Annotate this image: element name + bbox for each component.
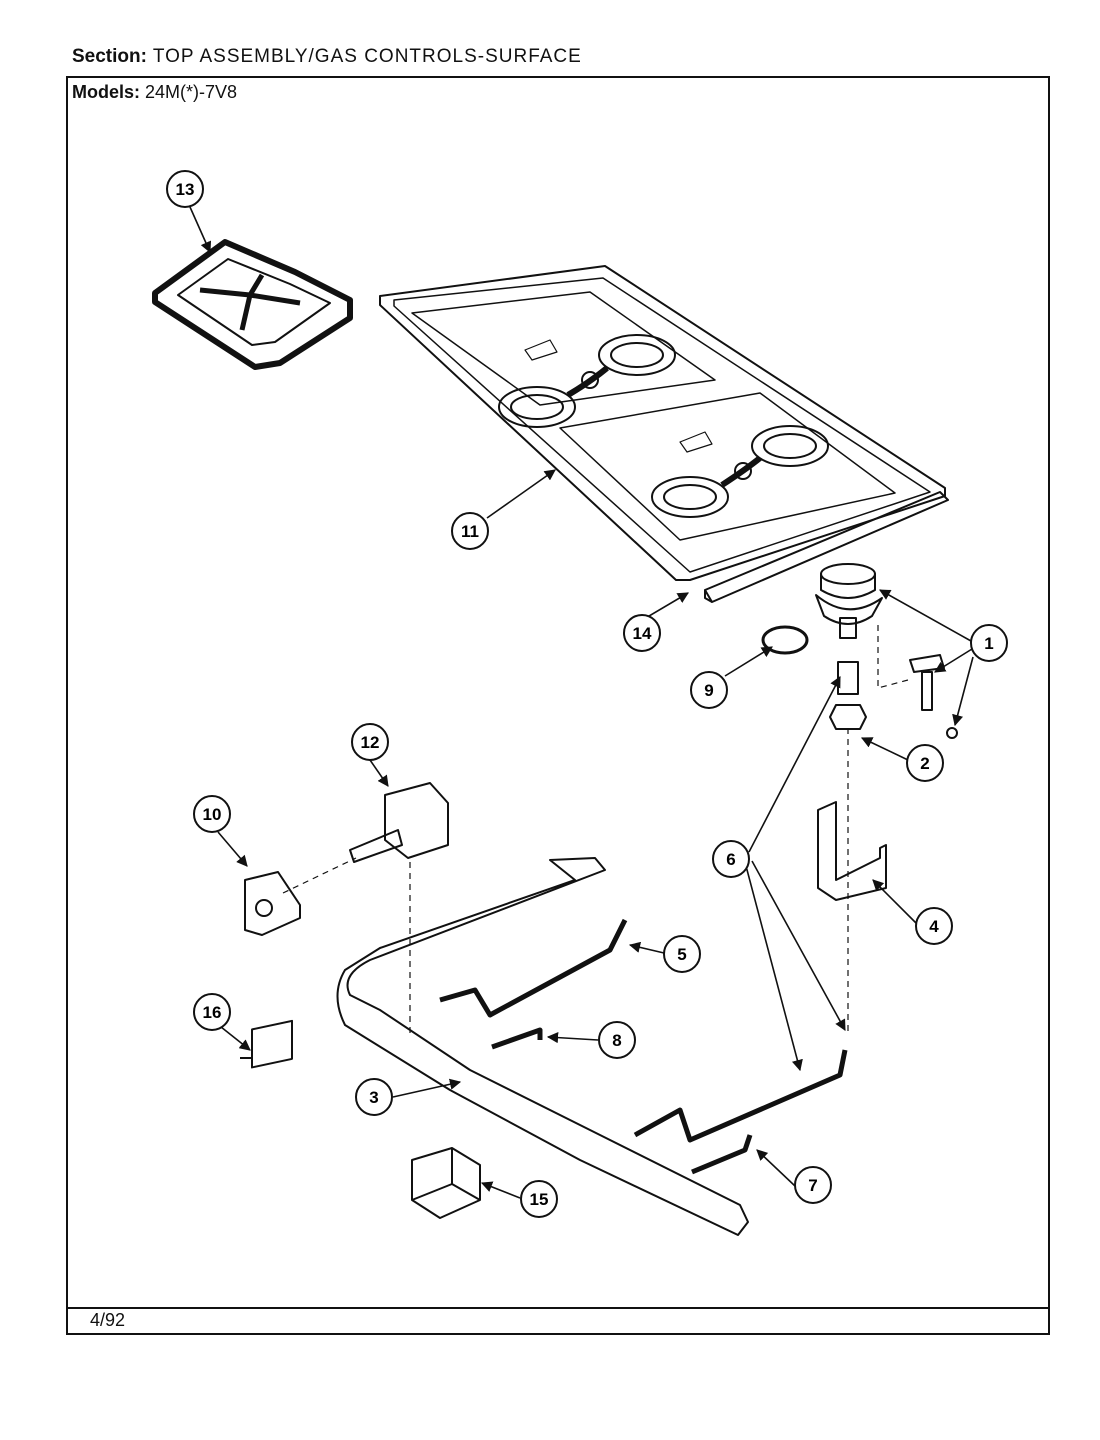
leader-lines xyxy=(189,206,974,1199)
callout-1: 1 xyxy=(970,624,1008,662)
callout-2: 2 xyxy=(906,744,944,782)
section-title: Section: TOP ASSEMBLY/GAS CONTROLS-SURFA… xyxy=(72,46,582,68)
callout-12: 12 xyxy=(351,723,389,761)
callout-3: 3 xyxy=(355,1078,393,1116)
svg-text:1: 1 xyxy=(984,634,993,653)
svg-text:14: 14 xyxy=(633,624,652,643)
callout-4: 4 xyxy=(915,907,953,945)
callouts: 13 11 14 1 9 2 12 10 6 4 5 16 8 3 7 15 xyxy=(166,170,1008,1218)
callout-5: 5 xyxy=(663,935,701,973)
svg-text:5: 5 xyxy=(677,945,686,964)
svg-text:15: 15 xyxy=(530,1190,549,1209)
callout-6: 6 xyxy=(712,840,750,878)
svg-text:7: 7 xyxy=(808,1176,817,1195)
models-line: Models: 24M(*)-7V8 xyxy=(72,82,237,103)
svg-text:8: 8 xyxy=(612,1031,621,1050)
svg-text:6: 6 xyxy=(726,850,735,869)
ignition-switch xyxy=(349,782,449,863)
section-label: Section: xyxy=(72,46,147,67)
svg-text:16: 16 xyxy=(203,1003,222,1022)
callout-13: 13 xyxy=(166,170,204,208)
rotary-switch xyxy=(240,1019,293,1069)
o-ring xyxy=(761,625,809,655)
orifice-fitting xyxy=(829,661,867,730)
svg-text:13: 13 xyxy=(176,180,195,199)
valve-bracket xyxy=(817,801,887,901)
timer-switch xyxy=(244,871,301,936)
relay-switch xyxy=(411,1147,481,1219)
svg-text:12: 12 xyxy=(361,733,380,752)
burner-grate xyxy=(152,239,353,370)
callout-9: 9 xyxy=(690,671,728,709)
footer-date: 4/92 xyxy=(90,1310,126,1330)
callout-8: 8 xyxy=(598,1021,636,1059)
svg-text:4: 4 xyxy=(929,917,939,936)
manifold-pipe xyxy=(336,857,749,1236)
footer-divider xyxy=(66,1307,1050,1309)
orifice-fitting-8 xyxy=(491,1027,543,1050)
callout-14: 14 xyxy=(623,614,661,652)
svg-text:11: 11 xyxy=(461,522,479,541)
callout-7: 7 xyxy=(794,1166,832,1204)
svg-text:2: 2 xyxy=(920,754,929,773)
callout-11: 11 xyxy=(451,512,489,550)
orifice-fitting-7 xyxy=(691,1134,753,1175)
svg-text:3: 3 xyxy=(369,1088,378,1107)
svg-text:9: 9 xyxy=(704,681,713,700)
burner-valve xyxy=(815,563,958,739)
diagram-frame xyxy=(66,76,1050,1335)
alignment-lines xyxy=(282,625,909,1035)
gas-tube-5 xyxy=(439,918,628,1018)
control-panel-strip xyxy=(704,491,949,603)
callout-15: 15 xyxy=(520,1180,558,1218)
callout-16: 16 xyxy=(193,993,231,1031)
section-value: TOP ASSEMBLY/GAS CONTROLS-SURFACE xyxy=(152,46,582,67)
callout-10: 10 xyxy=(193,795,231,833)
gas-tube-6 xyxy=(633,1049,848,1143)
models-value: 24M(*)-7V8 xyxy=(145,82,238,102)
cooktop xyxy=(379,265,946,581)
svg-text:10: 10 xyxy=(203,805,222,824)
models-label: Models: xyxy=(72,82,141,102)
